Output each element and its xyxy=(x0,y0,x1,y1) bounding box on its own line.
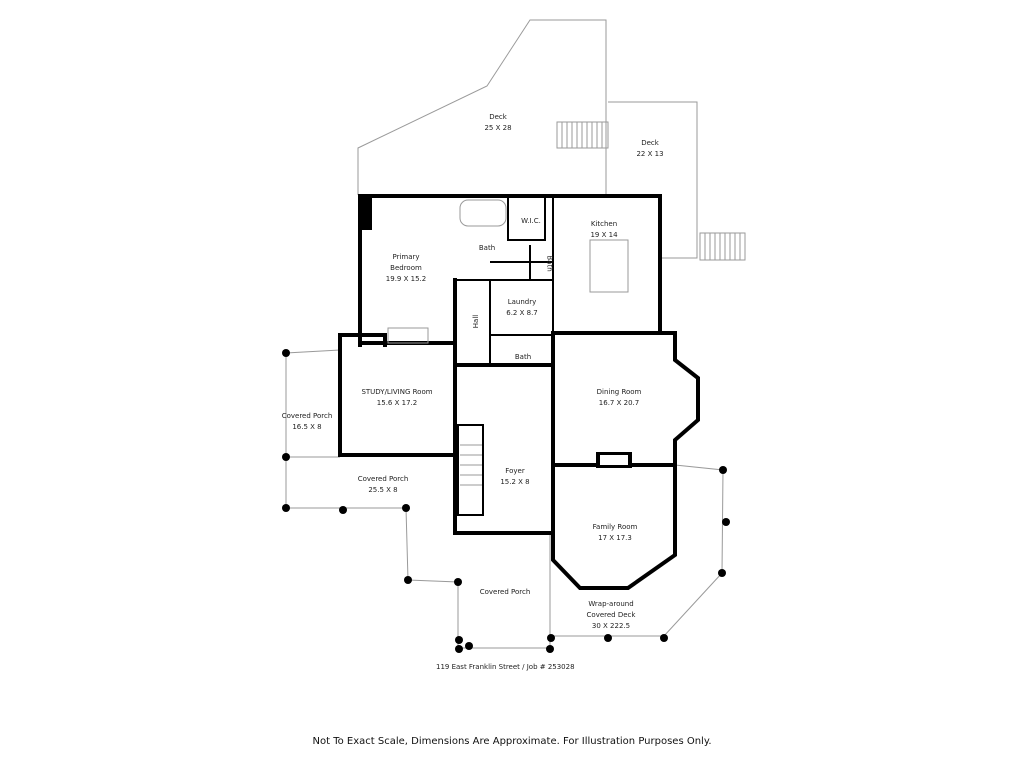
room-label-bath-small: Bath xyxy=(544,255,555,271)
room-name: Dining Room xyxy=(596,388,642,396)
room-label-kitchen: Kitchen 19 X 14 xyxy=(590,219,617,241)
room-name: W.I.C. xyxy=(521,217,541,225)
room-name: Covered Porch xyxy=(281,412,333,420)
room-name: Laundry xyxy=(507,298,537,306)
room-dims: 30 X 222.5 xyxy=(591,622,631,630)
room-label-wic: W.I.C. xyxy=(521,216,541,227)
room-label-deck: Deck 25 X 28 xyxy=(484,112,511,134)
room-name: Deck xyxy=(641,139,659,147)
room-name: Wrap-around Covered Deck xyxy=(586,600,636,619)
room-dims: 16.5 X 8 xyxy=(292,423,322,431)
room-dims: 15.6 X 17.2 xyxy=(376,399,418,407)
room-name: Covered Porch xyxy=(479,588,531,596)
room-label-family: Family Room 17 X 17.3 xyxy=(593,522,638,544)
room-dims: 6.2 X 8.7 xyxy=(506,309,538,317)
room-label-foyer: Foyer 15.2 X 8 xyxy=(500,466,529,488)
room-label-wraparound-deck: Wrap-around Covered Deck 30 X 222.5 xyxy=(581,599,641,632)
room-dims: 19.9 X 15.2 xyxy=(385,275,427,283)
room-name: Primary Bedroom xyxy=(390,253,422,272)
room-name: Bath xyxy=(478,244,496,252)
room-name: Kitchen xyxy=(590,220,618,228)
deck-outline xyxy=(357,19,607,195)
room-dims: 25.5 X 8 xyxy=(368,486,398,494)
room-label-covered-porch-1: Covered Porch 16.5 X 8 xyxy=(282,411,333,433)
porch-outlines xyxy=(285,349,724,649)
porch-posts xyxy=(282,349,730,653)
room-dims: 25 X 28 xyxy=(484,124,512,132)
room-label-covered-porch-3: Covered Porch xyxy=(480,587,531,598)
room-name: Bath xyxy=(545,255,554,272)
room-name: Deck xyxy=(489,113,507,121)
room-name: Foyer xyxy=(505,467,525,475)
room-label-dining: Dining Room 16.7 X 20.7 xyxy=(597,387,642,409)
room-label-bath-lower: Bath xyxy=(515,352,531,363)
walls xyxy=(338,194,700,590)
room-dims: 16.7 X 20.7 xyxy=(598,399,640,407)
disclaimer: Not To Exact Scale, Dimensions Are Appro… xyxy=(312,736,712,747)
room-label-study: STUDY/LIVING Room 15.6 X 17.2 xyxy=(361,387,432,409)
room-name: Covered Porch xyxy=(357,475,409,483)
room-label-primary-bedroom: Primary Bedroom 19.9 X 15.2 xyxy=(376,252,436,285)
room-name: Bath xyxy=(514,353,532,361)
room-label-bath: Bath xyxy=(479,243,495,254)
room-label-deck-2: Deck 22 X 13 xyxy=(636,138,663,160)
deck-stairs xyxy=(556,121,746,261)
address-caption: 119 East Franklin Street / Job # 253028 xyxy=(436,663,575,671)
room-label-covered-porch-2: Covered Porch 25.5 X 8 xyxy=(358,474,409,496)
room-dims: 17 X 17.3 xyxy=(598,534,632,542)
room-name: Hall xyxy=(472,314,481,329)
room-label-laundry: Laundry 6.2 X 8.7 xyxy=(506,297,538,319)
room-name: STUDY/LIVING Room xyxy=(361,388,433,396)
room-name: Family Room xyxy=(592,523,638,531)
room-label-hall: Hall xyxy=(471,315,482,328)
deck-2-outline xyxy=(608,101,698,259)
room-dims: 15.2 X 8 xyxy=(500,478,530,486)
room-dims: 22 X 13 xyxy=(636,150,664,158)
room-dims: 19 X 14 xyxy=(590,231,618,239)
